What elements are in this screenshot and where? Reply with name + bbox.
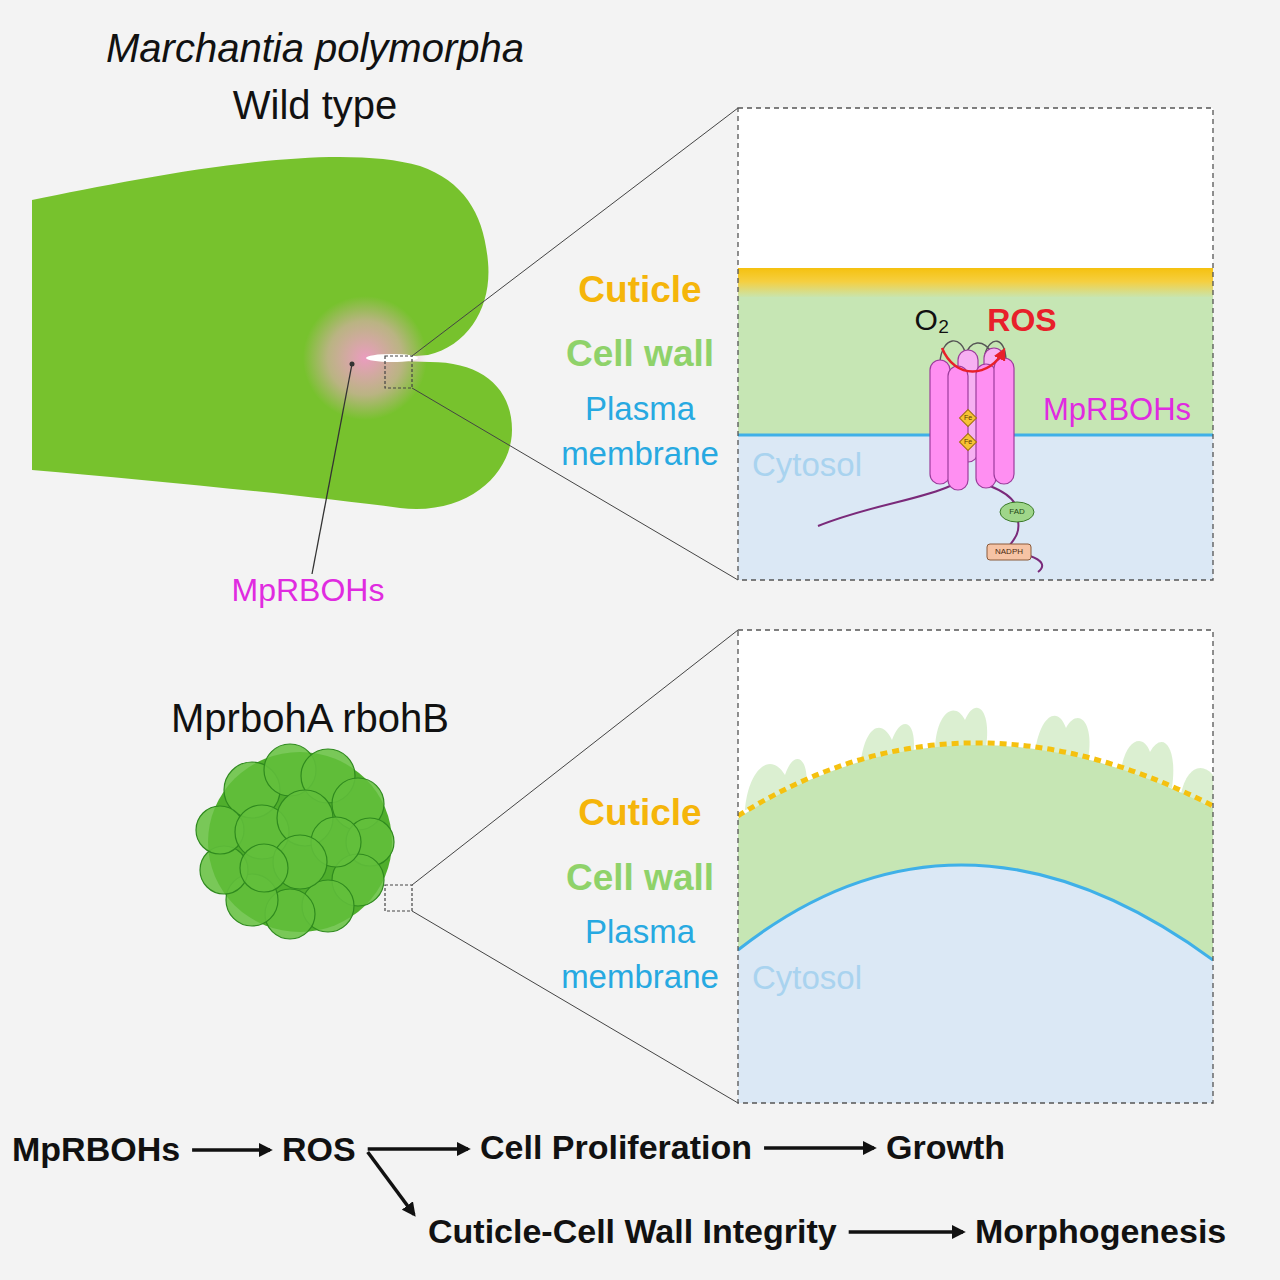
helix <box>994 358 1014 484</box>
genotype-title: MprbohA rbohB <box>171 695 449 741</box>
cofactor-label: Fe <box>964 414 972 422</box>
thallus-wild-type <box>32 157 512 509</box>
flow-step: Cell Proliferation <box>480 1128 752 1167</box>
flow-step: Cuticle-Cell Wall Integrity <box>428 1212 837 1251</box>
ros-reaction-arrow <box>942 348 1004 372</box>
zoom-box <box>385 356 412 388</box>
leader-dot <box>350 362 355 367</box>
label-leader <box>312 364 352 574</box>
heme-iron <box>960 434 977 451</box>
gene-callout: MpRBOHs <box>232 572 385 609</box>
flow-step: Morphogenesis <box>975 1212 1226 1251</box>
heme-iron <box>960 410 977 427</box>
inset-air <box>738 108 1213 268</box>
step-text: ROS <box>282 1130 356 1169</box>
inset-air <box>738 630 1213 1103</box>
mutant-cell-clusters <box>196 744 394 939</box>
inset-frame <box>738 108 1213 580</box>
layer-label: Plasma membrane <box>540 910 740 999</box>
flow-step: Growth <box>886 1128 1005 1167</box>
step-text: MpRBOHs <box>12 1130 180 1169</box>
step-text: Cuticle-Cell Wall Integrity <box>428 1212 837 1251</box>
helix <box>930 360 950 484</box>
cofactor-label: Fe <box>964 438 972 446</box>
cofactor-label: FAD <box>1009 507 1025 516</box>
helix <box>976 364 996 488</box>
flow-step: MpRBOHs <box>12 1130 180 1169</box>
zoom-leader <box>412 630 738 885</box>
zoom-leader <box>412 108 738 356</box>
layer-label: Cuticle <box>578 269 701 312</box>
notch-slit <box>366 354 418 362</box>
flow-arrow <box>764 1146 874 1150</box>
broken-cuticle <box>738 743 1213 816</box>
cell-cluster <box>240 844 288 892</box>
helix <box>948 366 968 490</box>
flow-arrow <box>368 1147 468 1151</box>
substrate-label: O₂ <box>915 303 950 338</box>
notch-glow <box>303 296 427 420</box>
species-title: Marchantia polymorpha <box>106 25 524 71</box>
flow-arrow <box>368 1152 414 1214</box>
step-text: Morphogenesis <box>975 1212 1226 1251</box>
step-text: Cell Proliferation <box>480 1128 752 1167</box>
plasma-membrane-line <box>738 865 1213 960</box>
fad-domain <box>1000 502 1034 522</box>
cofactor-label: NADPH <box>995 547 1023 556</box>
protein-label: MpRBOHs <box>1043 392 1191 428</box>
layer-label: Plasma membrane <box>540 387 740 476</box>
compartment-label: Cytosol <box>752 959 862 997</box>
layer-label: Cuticle <box>578 792 701 835</box>
zoom-box <box>385 885 412 911</box>
flow-arrow <box>192 1148 270 1152</box>
flow-arrow <box>849 1230 963 1234</box>
layer-label: Cell wall <box>566 857 714 900</box>
mutant-inset <box>738 630 1213 1103</box>
compartment-label: Cytosol <box>752 446 862 484</box>
product-label: ROS <box>987 302 1056 339</box>
protein-tail <box>818 486 950 526</box>
inset-cuticle <box>738 268 1213 298</box>
flow-step: ROS <box>282 1130 356 1169</box>
inset-cytosol <box>738 865 1213 1103</box>
genotype-title: Wild type <box>233 82 398 128</box>
step-text: Growth <box>886 1128 1005 1167</box>
nadph-domain <box>987 544 1031 560</box>
layer-label: Cell wall <box>566 333 714 376</box>
inset-frame <box>738 630 1213 1103</box>
